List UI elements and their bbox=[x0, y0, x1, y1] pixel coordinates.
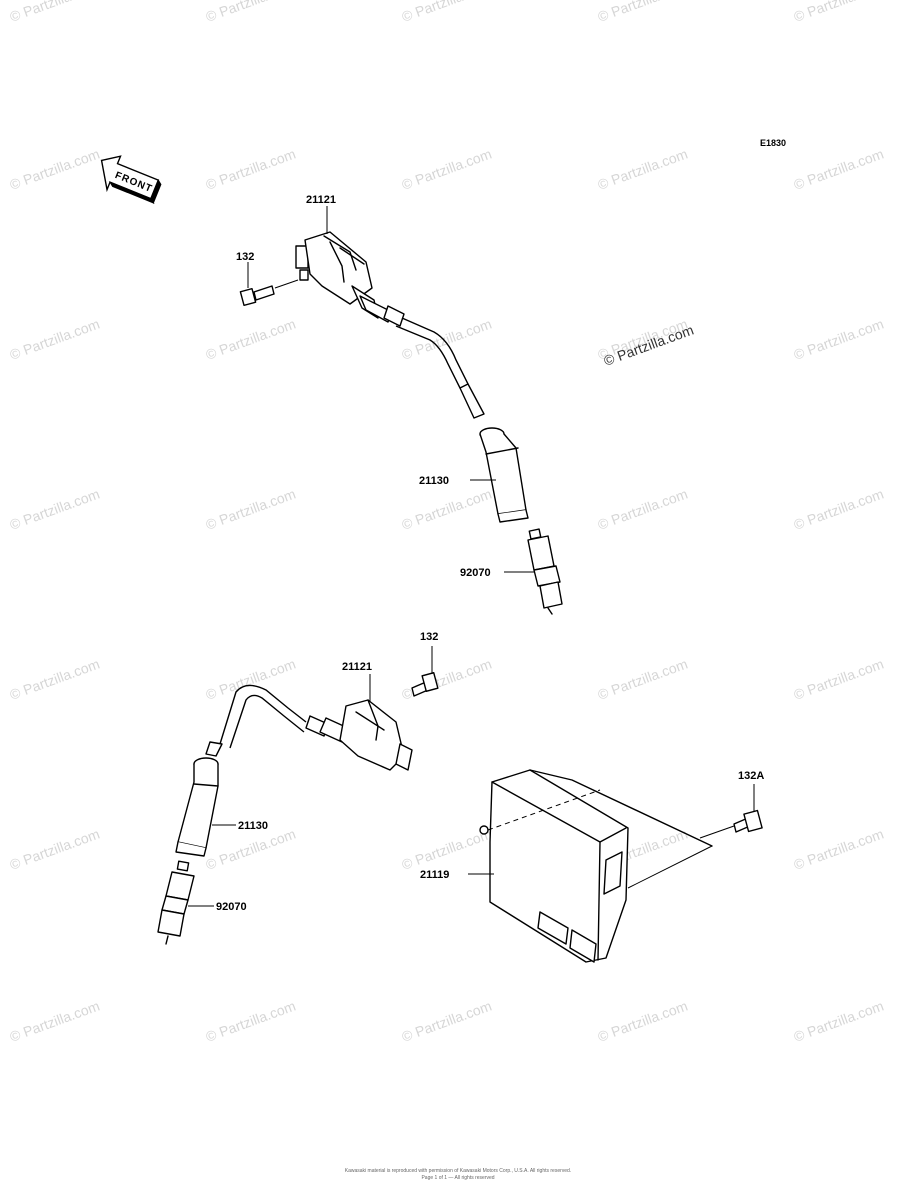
igniter-unit bbox=[479, 769, 713, 963]
footer-line-1: Kawasaki material is reproduced with per… bbox=[345, 1168, 571, 1174]
watermark-tile: © Partzilla.com bbox=[792, 316, 886, 363]
spark-plug-top bbox=[527, 528, 563, 615]
spark-plug-bottom bbox=[157, 860, 195, 945]
footer-line-2: Page 1 of 1 — All rights reserved bbox=[421, 1175, 494, 1181]
wire-end-bottom bbox=[205, 741, 223, 757]
watermark-tile: © Partzilla.com bbox=[204, 316, 298, 363]
label-bolt-middle: 132 bbox=[420, 631, 438, 643]
label-bolt-top: 132 bbox=[236, 251, 254, 263]
label-plug-bottom: 92070 bbox=[216, 901, 247, 913]
watermark-tile: © Partzilla.com bbox=[204, 0, 298, 25]
watermark-tile: © Partzilla.com bbox=[400, 998, 494, 1045]
watermark-tile: © Partzilla.com bbox=[8, 826, 102, 873]
front-arrow-icon: FRONT bbox=[100, 155, 162, 205]
watermark-tile: © Partzilla.com bbox=[792, 0, 886, 25]
watermark-tile: © Partzilla.com bbox=[204, 486, 298, 533]
watermark-tile: © Partzilla.com bbox=[8, 998, 102, 1045]
watermark-tile: © Partzilla.com bbox=[792, 486, 886, 533]
label-coil-top: 21121 bbox=[306, 194, 336, 206]
watermark-tile: © Partzilla.com bbox=[596, 998, 690, 1045]
bolt-top bbox=[239, 285, 275, 307]
watermark-tile: © Partzilla.com bbox=[596, 486, 690, 533]
diagram-code: E1830 bbox=[760, 138, 786, 148]
watermark-tile: © Partzilla.com bbox=[204, 998, 298, 1045]
plug-cap-bottom bbox=[175, 757, 219, 857]
label-bolt-igniter: 132A bbox=[738, 770, 764, 782]
watermark-tile: © Partzilla.com bbox=[8, 656, 102, 703]
label-plug-top: 92070 bbox=[460, 567, 491, 579]
watermark-tile: © Partzilla.com bbox=[596, 0, 690, 25]
label-igniter: 21119 bbox=[420, 869, 449, 881]
watermark-tile: © Partzilla.com bbox=[596, 146, 690, 193]
plug-cap-top bbox=[479, 427, 529, 523]
watermark-tile: © Partzilla.com bbox=[400, 0, 494, 25]
watermark-tile: © Partzilla.com bbox=[8, 0, 102, 25]
watermark-layer: © Partzilla.com © Partzilla.com © Partzill… bbox=[8, 0, 886, 1045]
label-cap-top: 21130 bbox=[419, 475, 449, 487]
wire-end-top bbox=[459, 383, 485, 419]
watermark-tile: © Partzilla.com bbox=[8, 316, 102, 363]
watermark-tile: © Partzilla.com bbox=[204, 826, 298, 873]
watermark-tile: © Partzilla.com bbox=[792, 998, 886, 1045]
label-coil-middle: 21121 bbox=[342, 661, 372, 673]
watermark-tile: © Partzilla.com bbox=[400, 146, 494, 193]
bolt-igniter bbox=[733, 809, 763, 833]
ignition-coil-middle bbox=[305, 699, 413, 771]
watermark-tile: © Partzilla.com bbox=[8, 486, 102, 533]
watermark-tile: © Partzilla.com bbox=[792, 826, 886, 873]
label-cap-bottom: 21130 bbox=[238, 820, 268, 832]
watermark-tile: © Partzilla.com bbox=[400, 826, 494, 873]
watermark-tile: © Partzilla.com bbox=[596, 656, 690, 703]
watermark-tile: © Partzilla.com bbox=[204, 146, 298, 193]
watermark-tile: © Partzilla.com bbox=[792, 656, 886, 703]
watermark-tile: © Partzilla.com bbox=[792, 146, 886, 193]
ignition-coil-top bbox=[295, 231, 405, 327]
watermark-tile: © Partzilla.com bbox=[400, 486, 494, 533]
bolt-middle bbox=[411, 672, 439, 697]
watermark-tile: © Partzilla.com bbox=[8, 146, 102, 193]
